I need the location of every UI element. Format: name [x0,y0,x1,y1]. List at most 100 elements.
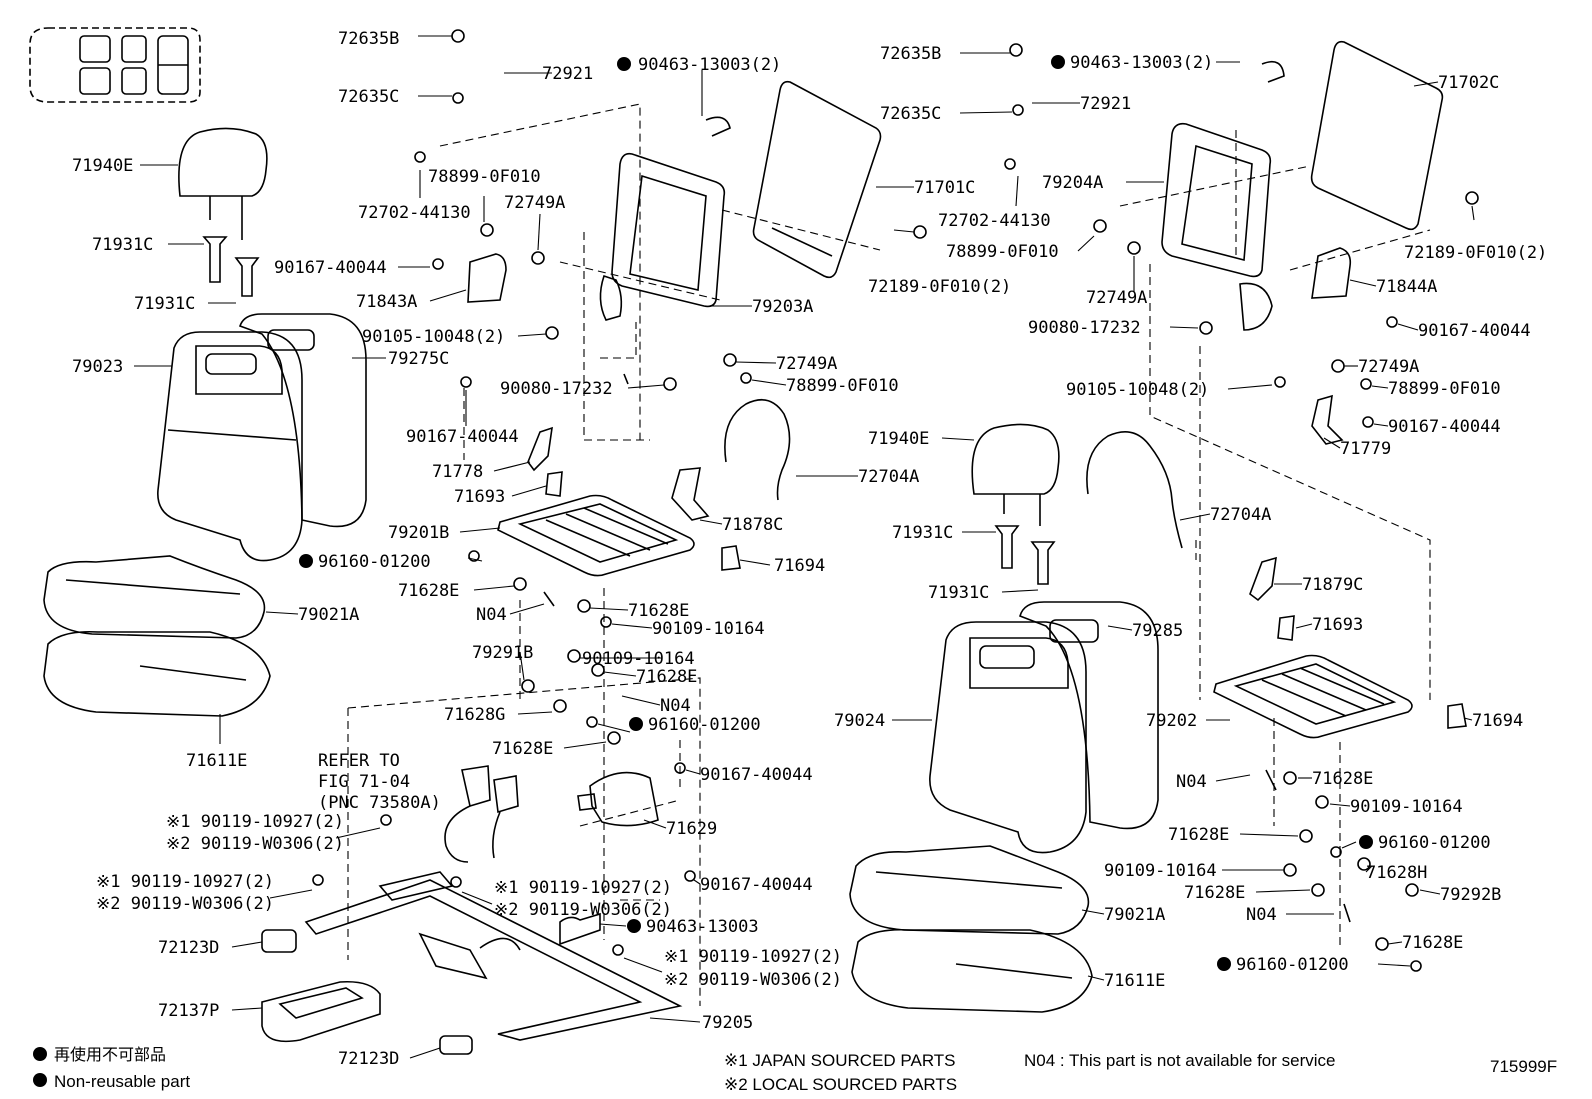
label-71931C-left-a: 71931C [92,235,153,255]
legend-nonreusable: Non-reusable part [54,1072,190,1091]
label-78899-0F010-left-b: 78899-0F010 [786,376,899,396]
label-N04-left-a: N04 [476,605,507,625]
label-71940E-right: 71940E [868,429,929,449]
label-71628E-right-c: 71628E [1184,883,1245,903]
label-71879C: 71879C [1302,575,1363,595]
label-71611E-left: 71611E [186,751,247,771]
label-72749A-right-b: 72749A [1358,357,1419,377]
cover-71879C [1249,556,1277,602]
bolt-callout-2a: ※1 90119-10927(2) [96,872,274,892]
label-72749A-right-a: 72749A [1086,288,1147,308]
cover-71878C [671,467,710,521]
label-71628H: 71628H [1366,863,1427,883]
refer-line-1: REFER TO [318,751,400,771]
clip-71693-left [545,471,563,497]
label-90080-17232-left: 90080-17232 [500,379,613,399]
label-71843A: 71843A [356,292,417,312]
label-71628E-right-a: 71628E [1312,769,1373,789]
label-79285: 79285 [1132,621,1183,641]
seatback-cover-right [929,621,1087,854]
bolt-callout-3b: ※2 90119-W0306(2) [494,900,672,920]
part-labels: 72635B 72921 72635C 71940E 71931C 71931C… [72,29,1547,1069]
label-N04-right-a: N04 [1176,772,1207,792]
bolt-callout-2b: ※2 90119-W0306(2) [96,894,274,914]
seatback-cover-left [157,331,303,562]
label-78899-0F010-right-b: 78899-0F010 [1388,379,1501,399]
clip-71694-left [721,545,741,571]
non-reusable-markers [299,55,1373,971]
cushion-frame-left [497,494,695,577]
label-71628E-left-b: 71628E [628,601,689,621]
label-90109-10164-right-a: 90109-10164 [1350,797,1463,817]
label-71931C-left-b: 71931C [134,294,195,314]
clip-71694-right [1447,703,1467,729]
cushion-pad-left [43,630,271,717]
label-N04-left-b: N04 [660,696,691,716]
label-79291B: 79291B [472,643,533,663]
assembly-dashed-lines [347,103,1431,1006]
label-72635C-right: 72635C [880,104,941,124]
hinge-cover-71844A [1311,247,1352,299]
label-90080-17232-right: 90080-17232 [1028,318,1141,338]
label-71878C: 71878C [722,515,783,535]
headrest-left [178,127,268,240]
cushion-pad-right [851,928,1093,1013]
bolt-callout-1a: ※1 90119-10927(2) [166,812,344,832]
seatback-frame-right [1161,122,1273,331]
cap-72123D-lower [439,1035,473,1055]
refer-line-2: FIG 71-04 [318,772,410,792]
label-90463-13003-right: 90463-13003(2) [1070,53,1213,73]
label-90109-10164-left-b: 90109-10164 [582,649,695,669]
label-79024: 79024 [834,711,885,731]
bolt-callout-4b: ※2 90119-W0306(2) [664,970,842,990]
cushion-frame-right [1213,654,1413,739]
label-79292B: 79292B [1440,885,1501,905]
seatback-pad-left [238,313,367,528]
label-79202: 79202 [1146,711,1197,731]
label-72635B-left: 72635B [338,29,399,49]
cover-71629 [577,771,659,827]
label-79021A-left: 79021A [298,605,359,625]
label-90167-40044-left-d: 90167-40044 [700,875,813,895]
fasteners-right [1004,43,1479,972]
label-90167-40044-left-b: 90167-40044 [406,427,519,447]
label-72702-44130-left: 72702-44130 [358,203,471,223]
refer-line-3: (PNC 73580A) [318,793,441,813]
label-78899-0F010-left-a: 78899-0F010 [428,167,541,187]
label-71701C: 71701C [914,178,975,198]
label-72704A-left: 72704A [858,467,919,487]
label-71940E-left: 71940E [72,156,133,176]
headrest-support-pins-left [202,236,260,297]
label-72137P: 72137P [158,1001,219,1021]
label-71628G: 71628G [444,705,505,725]
label-71844A: 71844A [1376,277,1437,297]
label-90463-13003-left-b: 90463-13003 [646,917,759,937]
label-72749A-left-a: 72749A [504,193,565,213]
figure-id: 715999F [1490,1057,1557,1076]
label-79205: 79205 [702,1013,753,1033]
bolt-callouts: ※1 90119-10927(2) ※2 90119-W0306(2) ※1 9… [96,812,842,990]
label-72921-right: 72921 [1080,94,1131,114]
bolt-callout-3a: ※1 90119-10927(2) [494,878,672,898]
label-79201B: 79201B [388,523,449,543]
label-79275C: 79275C [388,349,449,369]
legend-jp-nonreusable: 再使用不可部品 [54,1045,166,1064]
label-96160-01200-right-b: 96160-01200 [1236,955,1349,975]
label-90105-10048-right: 90105-10048(2) [1066,380,1209,400]
release-cable-left [724,398,791,501]
label-72921-left: 72921 [542,64,593,84]
seat-track-rails [304,871,683,1041]
label-71693-left: 71693 [454,487,505,507]
cushion-cover-left [43,555,266,639]
label-90109-10164-left-a: 90109-10164 [652,619,765,639]
label-96160-01200-right-a: 96160-01200 [1378,833,1491,853]
cap-72123D-upper [261,929,297,953]
label-71931C-right-b: 71931C [928,583,989,603]
label-96160-01200-left-a: 96160-01200 [318,552,431,572]
label-72189-0F010-right: 72189-0F010(2) [1404,243,1547,263]
label-79021A-right: 79021A [1104,905,1165,925]
label-72189-0F010-left: 72189-0F010(2) [868,277,1011,297]
release-cable-right [1086,430,1183,549]
label-71628E-left-c: 71628E [636,667,697,687]
